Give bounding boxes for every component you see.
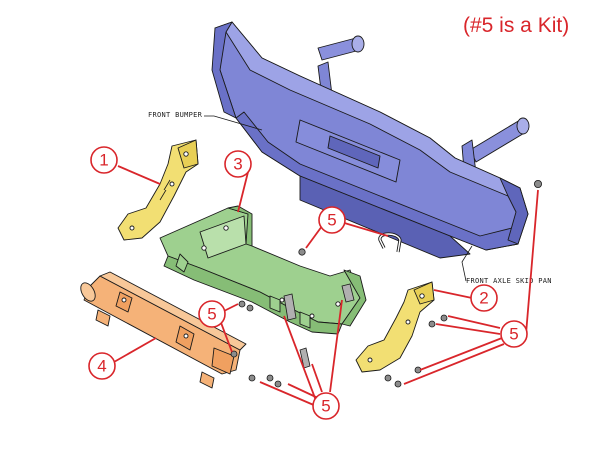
- callout-4: 4: [88, 352, 116, 380]
- callout-1: 1: [90, 146, 118, 174]
- bracket-right: [355, 281, 435, 373]
- label-front-bumper: FRONT BUMPER: [148, 111, 203, 119]
- callout-leaders: [113, 163, 539, 407]
- receiver-tube: [80, 271, 247, 389]
- kit-note: (#5 is a Kit): [463, 14, 570, 37]
- svg-text:4: 4: [97, 357, 106, 376]
- bracket-left: [117, 139, 199, 241]
- leader-front-axle-skid-pan: [461, 245, 473, 282]
- svg-text:5: 5: [207, 305, 216, 324]
- front-axle-skid-pan: [159, 205, 367, 335]
- svg-text:5: 5: [321, 397, 330, 416]
- svg-text:5: 5: [509, 325, 518, 344]
- callout-3: 3: [224, 150, 252, 178]
- svg-text:3: 3: [233, 155, 242, 174]
- hardware-kit: [230, 179, 543, 388]
- leader-front-bumper: [204, 115, 263, 131]
- svg-text:1: 1: [99, 151, 108, 170]
- label-front-axle-skid-pan: FRONT AXLE SKID PAN: [466, 277, 552, 285]
- callout-5-right: 5: [500, 320, 528, 348]
- callout-5-left: 5: [198, 300, 226, 328]
- svg-text:2: 2: [479, 289, 488, 308]
- callout-5-upper: 5: [318, 206, 346, 234]
- callout-5-bottom: 5: [312, 392, 340, 420]
- front-bumper: [211, 21, 530, 259]
- svg-text:5: 5: [327, 211, 336, 230]
- callout-2: 2: [470, 284, 498, 312]
